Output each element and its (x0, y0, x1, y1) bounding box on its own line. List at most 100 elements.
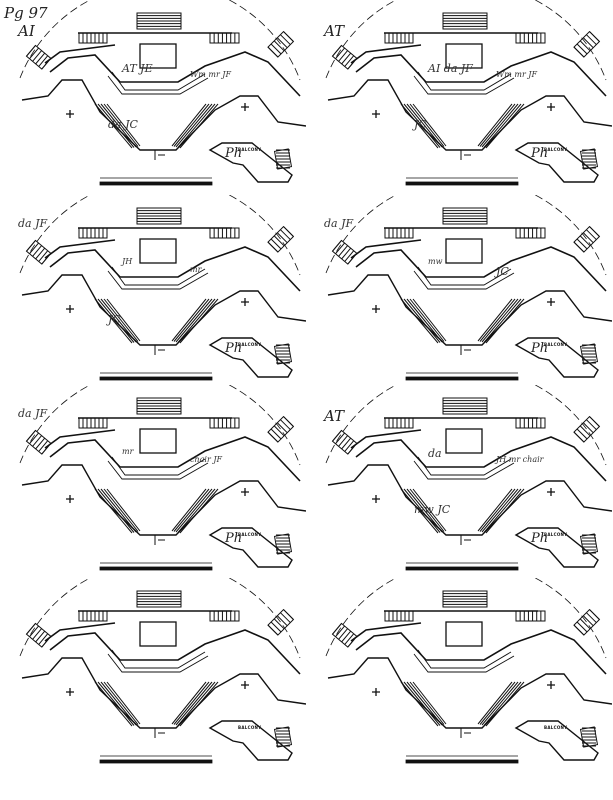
platform (445, 428, 483, 454)
left-diagonal-stairs (25, 44, 52, 70)
balcony-stairs (273, 533, 293, 555)
left-pit-stairs (94, 298, 141, 344)
right-diagonal-stairs (573, 608, 601, 636)
scale-bar (405, 177, 519, 186)
right-pit-stairs (171, 681, 219, 727)
handwritten-ph-label: Ph (531, 531, 549, 546)
handwritten-annotation: Wm mr JF (496, 70, 538, 79)
handwritten-annotation: da (428, 447, 442, 460)
dashed-arc (325, 385, 607, 466)
cross-marks (66, 103, 249, 118)
top-stair-block (136, 12, 182, 30)
left-pit-stairs (94, 488, 141, 534)
right-diagonal-stairs (267, 30, 295, 58)
balcony-label: BALCONY (238, 532, 262, 537)
right-pit-stairs (477, 103, 525, 149)
stage-plan-drawing (19, 0, 306, 186)
balcony-stairs (579, 533, 599, 555)
pit-outline (327, 657, 612, 729)
balcony-label: BALCONY (544, 147, 568, 152)
pit-outline (327, 464, 612, 536)
cross-marks (372, 681, 555, 696)
right-diagonal-stairs (573, 30, 601, 58)
left-diagonal-stairs (331, 429, 358, 455)
right-stairs (209, 417, 240, 429)
centerline-mark (154, 535, 165, 545)
left-pit-stairs (94, 103, 141, 149)
centerline-mark (460, 345, 471, 355)
balcony-label: BALCONY (544, 342, 568, 347)
right-stairs (515, 417, 546, 429)
left-diagonal-stairs (25, 429, 52, 455)
left-pit-stairs (400, 103, 447, 149)
handwritten-ph-label: Ph (531, 341, 549, 356)
balcony (514, 720, 599, 761)
handwritten-annotation: AI (18, 22, 35, 40)
balcony (514, 337, 599, 378)
left-stairs (384, 417, 414, 429)
dashed-arc (19, 578, 301, 659)
balcony-stairs (273, 343, 293, 365)
pit-outline (327, 79, 612, 151)
centerline-mark (460, 728, 471, 738)
scale-bar (99, 755, 213, 764)
pit-outline (21, 657, 306, 729)
scale-bar (405, 755, 519, 764)
stage-edge-line (350, 429, 607, 482)
apron-line (107, 266, 209, 290)
handwritten-annotation: JH (122, 257, 133, 266)
left-stairs (78, 610, 108, 622)
handwritten-annotation: da JF (18, 407, 48, 420)
stage-edge-line (44, 622, 301, 675)
stage-plan-panel: BALCONY (0, 578, 306, 774)
platform (445, 621, 483, 647)
apron-line (107, 71, 209, 95)
stage-plan-drawing (19, 385, 306, 571)
top-stair-block (442, 590, 488, 608)
handwritten-ph-label: Ph (225, 341, 243, 356)
centerline-mark (154, 728, 165, 738)
balcony-label: BALCONY (544, 725, 568, 730)
dashed-arc (325, 195, 607, 276)
dashed-arc (325, 578, 607, 659)
left-diagonal-stairs (331, 239, 358, 265)
platform (139, 621, 177, 647)
balcony (208, 337, 293, 378)
right-stairs (209, 610, 240, 622)
right-stairs (515, 610, 546, 622)
left-stairs (78, 227, 108, 239)
stage-plan-drawing (19, 578, 306, 764)
right-pit-stairs (477, 298, 525, 344)
platform (139, 238, 177, 264)
handwritten-annotation: mr (122, 447, 134, 456)
centerline-mark (460, 535, 471, 545)
right-diagonal-stairs (573, 225, 601, 253)
handwritten-annotation: chair JF (190, 455, 223, 464)
right-stairs (209, 32, 240, 44)
right-stairs (515, 32, 546, 44)
left-stairs (384, 610, 414, 622)
left-pit-stairs (400, 681, 447, 727)
handwritten-annotation: JC (414, 118, 427, 131)
stage-plan-panel: BALCONY (306, 578, 612, 774)
left-diagonal-stairs (25, 239, 52, 265)
cross-marks (372, 488, 555, 503)
handwritten-annotation: JC (108, 313, 121, 326)
balcony-stairs (579, 726, 599, 748)
right-diagonal-stairs (267, 225, 295, 253)
balcony-label: BALCONY (238, 725, 262, 730)
pit-outline (21, 274, 306, 346)
balcony-stairs (273, 148, 293, 170)
handwritten-ph-label: Ph (225, 531, 243, 546)
balcony-label: BALCONY (238, 147, 262, 152)
balcony-stairs (579, 343, 599, 365)
cross-marks (66, 488, 249, 503)
handwritten-annotation: JC (496, 265, 509, 278)
scale-bar (405, 562, 519, 571)
balcony-label: BALCONY (238, 342, 262, 347)
dashed-arc (19, 195, 301, 276)
